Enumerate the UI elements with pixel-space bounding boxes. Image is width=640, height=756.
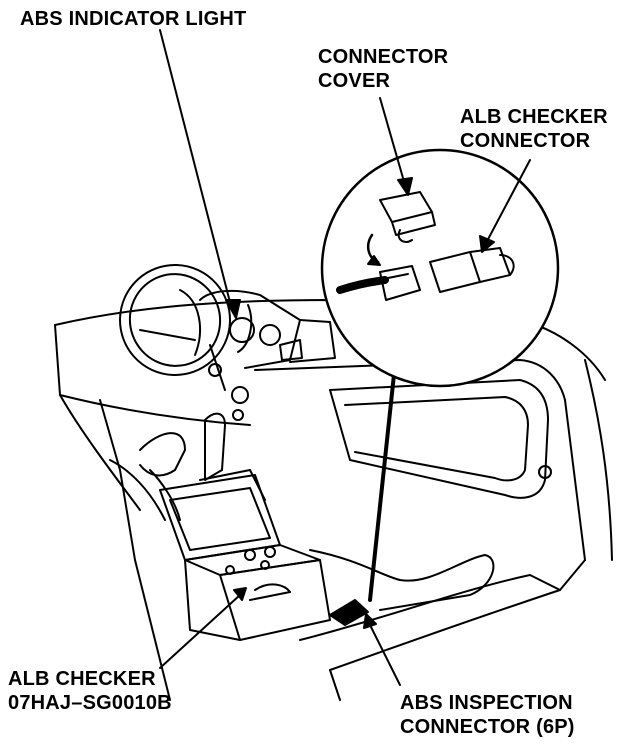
- alb-checker-device: [159, 474, 331, 641]
- leader-lines: [159, 29, 531, 686]
- inset-magnifier: [320, 148, 560, 388]
- alb-checker-connector-label-line2: CONNECTOR: [460, 130, 591, 152]
- alb-checker-connector-label-line1: ALB CHECKER: [460, 106, 608, 128]
- alb-checker-part-number: 07HAJ–SG0010B: [8, 692, 172, 714]
- connector-cover-label-line1: CONNECTOR: [318, 46, 449, 68]
- alb-checker-label-line1: ALB CHECKER: [8, 668, 156, 690]
- checker-cable: [309, 363, 495, 626]
- abs-indicator-light-label: ABS INDICATOR LIGHT: [20, 8, 247, 30]
- abs-inspection-label-line1: ABS INSPECTION: [400, 692, 573, 714]
- connector-cover-label-line2: COVER: [318, 70, 391, 92]
- steering-wheel: [119, 264, 249, 421]
- abs-inspection-label-line2: CONNECTOR (6P): [400, 716, 575, 738]
- floor-panel: [299, 559, 586, 701]
- center-console: [139, 412, 266, 521]
- door-frame: [59, 394, 171, 701]
